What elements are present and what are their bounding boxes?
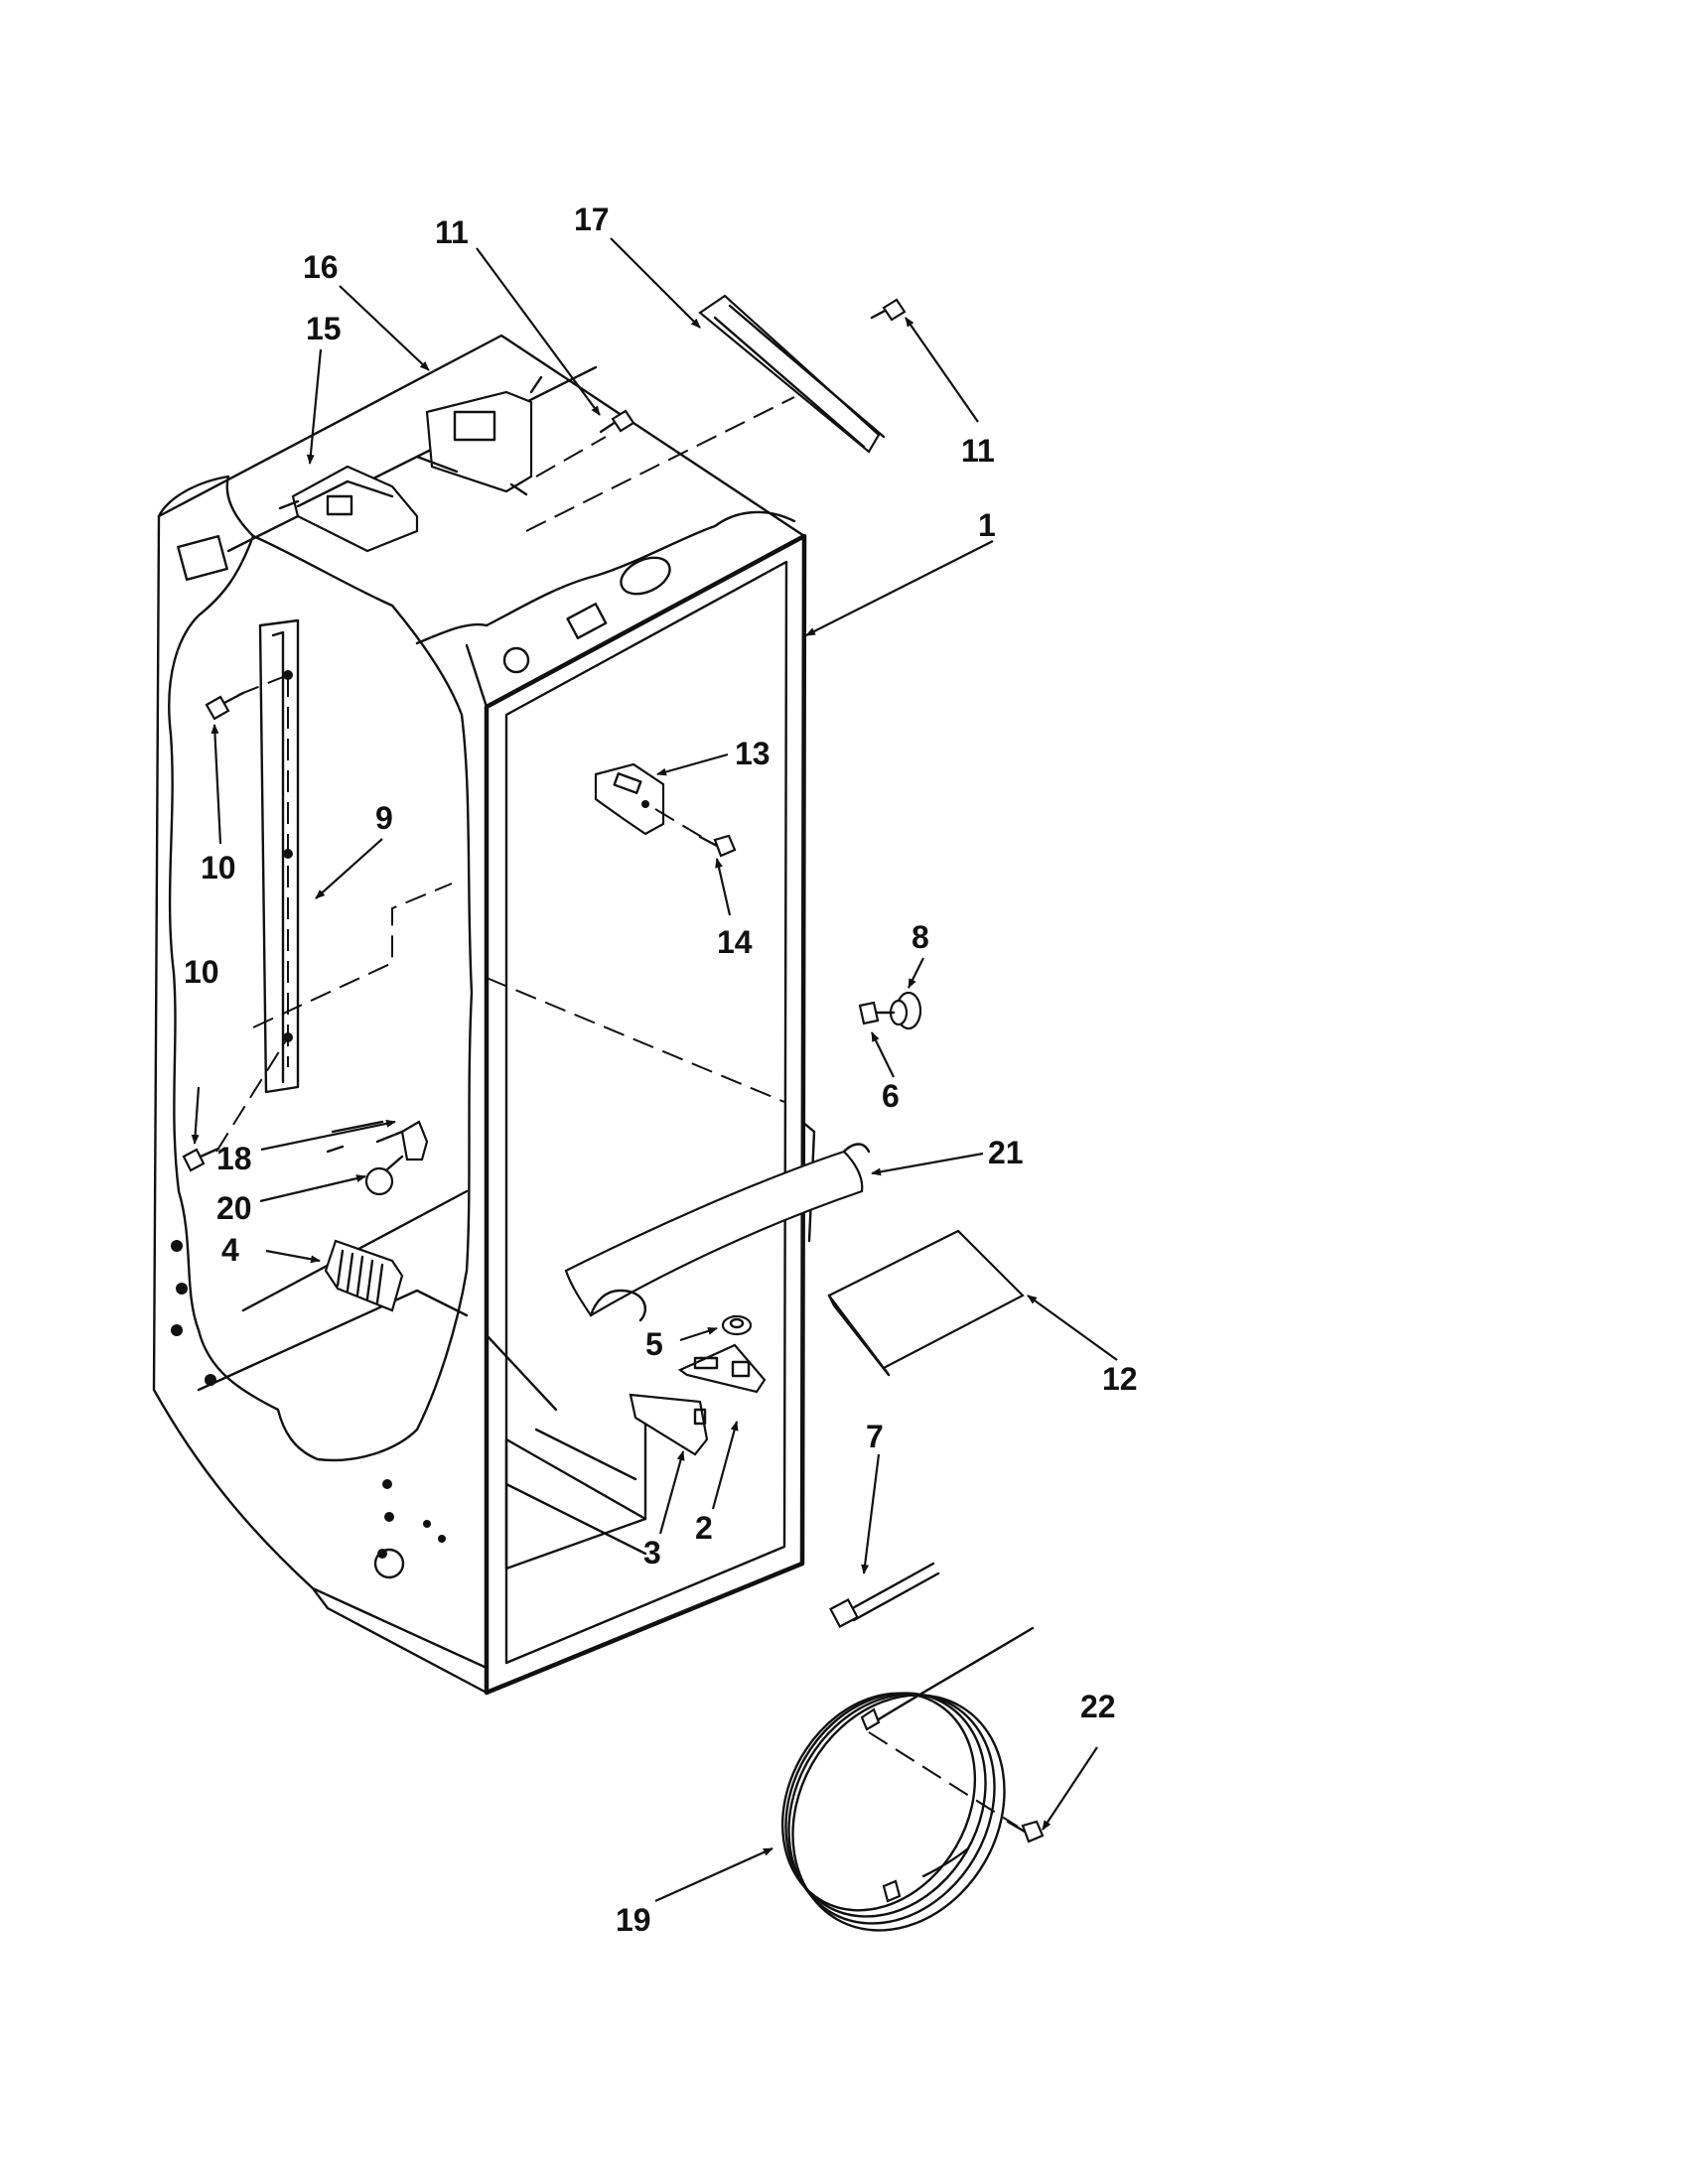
vent-grille xyxy=(324,1239,404,1312)
refrigerator-cabinet-liner xyxy=(152,334,816,1696)
water-tube-coil xyxy=(780,1626,1035,1932)
screw-22 xyxy=(1006,1820,1045,1843)
screw-14 xyxy=(698,834,737,858)
callout-22: 22 xyxy=(1080,1689,1116,1724)
crisper-cover xyxy=(564,1143,871,1322)
callout-8: 8 xyxy=(912,919,929,955)
callout-14: 14 xyxy=(717,924,753,960)
callout-10-upper: 10 xyxy=(201,850,236,886)
callout-7: 7 xyxy=(866,1419,884,1454)
glass-shelf xyxy=(827,1229,1025,1377)
screw-10-lower xyxy=(182,1147,220,1172)
light-socket xyxy=(326,1120,429,1161)
callout-20: 20 xyxy=(216,1190,252,1226)
callout-1: 1 xyxy=(978,507,996,543)
callout-16: 16 xyxy=(303,249,339,285)
screw-11-right xyxy=(870,298,907,322)
screw-11-left xyxy=(599,409,635,434)
leader-lines xyxy=(191,237,1118,1903)
callout-17: 17 xyxy=(574,202,610,237)
shelf-bracket-2 xyxy=(677,1343,767,1394)
cap-and-screw xyxy=(858,991,922,1030)
light-bracket xyxy=(415,375,543,496)
callout-2: 2 xyxy=(695,1510,713,1546)
callout-4: 4 xyxy=(221,1232,239,1268)
callout-21: 21 xyxy=(988,1135,1024,1170)
callout-9: 9 xyxy=(375,800,393,836)
callout-10-lower: 10 xyxy=(184,954,219,990)
cable-tie xyxy=(828,1562,940,1629)
callout-12: 12 xyxy=(1102,1361,1138,1397)
light-housing xyxy=(278,465,419,553)
callout-19: 19 xyxy=(616,1902,651,1938)
callout-13: 13 xyxy=(735,736,771,771)
callout-11-left: 11 xyxy=(435,214,469,250)
light-bulb xyxy=(364,1155,404,1196)
callout-6: 6 xyxy=(882,1078,900,1114)
callout-18: 18 xyxy=(216,1141,252,1176)
top-rail xyxy=(698,294,886,454)
screw-10-upper xyxy=(205,691,245,721)
callout-11-right: 11 xyxy=(961,433,995,469)
callout-5: 5 xyxy=(645,1326,663,1362)
callout-3: 3 xyxy=(643,1535,661,1570)
clip xyxy=(721,1314,753,1336)
dispenser-bracket xyxy=(594,762,665,836)
shelf-bracket-3 xyxy=(629,1393,709,1456)
callout-15: 15 xyxy=(306,311,342,346)
shelf-support-rail xyxy=(252,618,453,1094)
